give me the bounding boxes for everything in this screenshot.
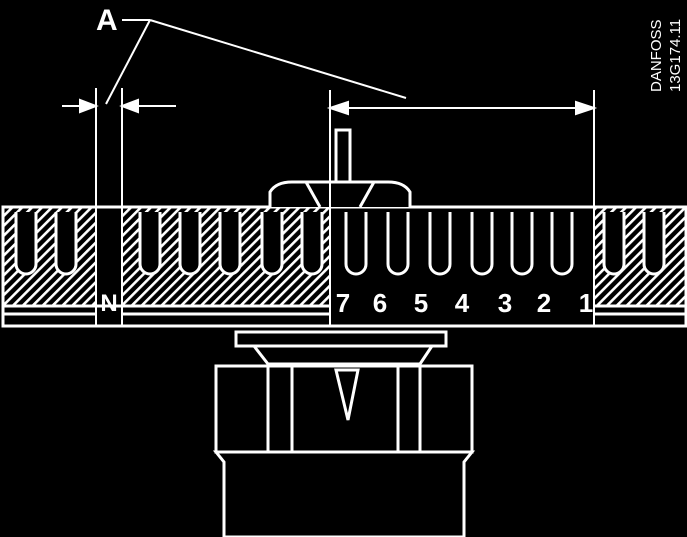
nut-body xyxy=(268,180,412,207)
slot xyxy=(178,212,202,276)
drawing-code: DANFOSS 13G174.11 xyxy=(648,19,684,92)
arrow-head xyxy=(575,100,598,116)
callout-label-a: A xyxy=(96,4,118,37)
index-mark xyxy=(334,368,360,421)
valve-collar xyxy=(234,330,448,348)
setting-scale: 7 6 5 4 3 2 1 xyxy=(336,288,593,318)
slot xyxy=(138,212,162,276)
code-number: 13G174.11 xyxy=(667,19,684,92)
valve-lower-body xyxy=(212,450,476,537)
code-brand: DANFOSS xyxy=(648,19,665,92)
leader-line xyxy=(149,19,407,99)
ring-open-band xyxy=(329,206,595,327)
neutral-mark: N xyxy=(100,290,117,317)
slot xyxy=(470,212,494,276)
slot xyxy=(602,212,626,276)
slot xyxy=(642,212,666,276)
arrow-head xyxy=(326,100,349,116)
nut-face-line xyxy=(304,181,322,208)
scale-digit: 2 xyxy=(537,288,551,318)
slot xyxy=(550,212,574,276)
ring-slots xyxy=(14,212,666,276)
scale-digit: 3 xyxy=(498,288,512,318)
slot xyxy=(300,212,324,276)
slot xyxy=(260,212,284,276)
leader-line xyxy=(105,19,151,105)
nut-face-line xyxy=(358,181,376,208)
slot xyxy=(428,212,452,276)
valve-neck xyxy=(250,344,435,366)
scale-digit: 1 xyxy=(579,288,593,318)
dimension-lines xyxy=(62,19,598,207)
arrow-head xyxy=(119,98,139,114)
valve-body xyxy=(212,330,476,537)
slot xyxy=(54,212,78,276)
slot xyxy=(14,212,38,276)
scale-digit: 7 xyxy=(336,288,350,318)
scale-digit: 6 xyxy=(373,288,387,318)
slot xyxy=(386,212,410,276)
arrow-head xyxy=(79,98,99,114)
slot xyxy=(510,212,534,276)
slot xyxy=(344,212,368,276)
scale-digit: 4 xyxy=(455,288,470,318)
scale-digit: 5 xyxy=(414,288,428,318)
top-nut xyxy=(268,128,412,208)
spindle-pin xyxy=(334,128,352,184)
slot xyxy=(218,212,242,276)
